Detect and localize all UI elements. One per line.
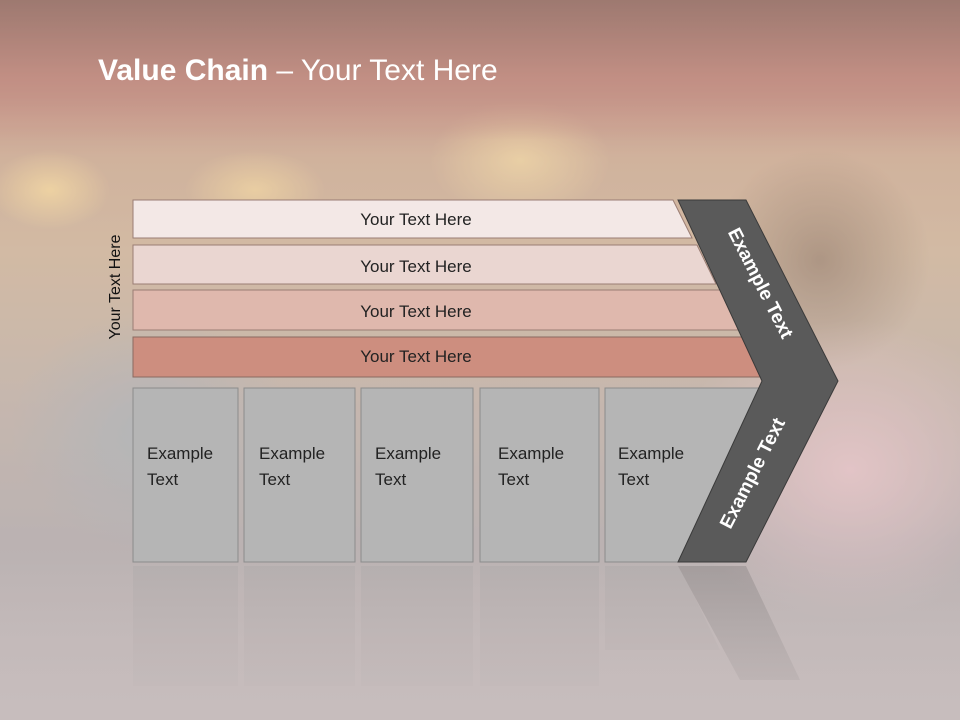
primary-column-4-line2: Text <box>498 470 529 489</box>
primary-column-3-box <box>360 387 474 563</box>
support-row-2-shape <box>132 244 717 285</box>
support-row-1-shape <box>132 199 693 239</box>
support-row-2-label: Your Text Here <box>360 257 472 276</box>
primary-column-4: Example Text <box>479 387 600 563</box>
primary-column-1-box <box>132 387 239 563</box>
slide-title-rest: – Your Text Here <box>268 54 498 87</box>
support-row-1: Your Text Here <box>132 199 693 239</box>
primary-column-1-line2: Text <box>147 470 178 489</box>
primary-column-2-line2: Text <box>259 470 290 489</box>
reflection-fade <box>0 562 960 720</box>
primary-column-3-line2: Text <box>375 470 406 489</box>
support-row-4-label: Your Text Here <box>360 347 472 366</box>
primary-column-5-line2: Text <box>618 470 649 489</box>
support-row-3-label: Your Text Here <box>360 302 472 321</box>
primary-column-2-box <box>243 387 356 563</box>
title-band <box>0 0 960 140</box>
primary-column-3-line1: Example <box>375 444 441 463</box>
slide-title-bold: Value Chain <box>98 54 269 87</box>
primary-column-4-box <box>479 387 600 563</box>
primary-column-4-line1: Example <box>498 444 564 463</box>
primary-column-1-line1: Example <box>147 444 213 463</box>
support-row-2: Your Text Here <box>132 244 717 285</box>
support-row-4: Your Text Here <box>132 336 763 378</box>
primary-column-5-line1: Example <box>618 444 684 463</box>
slide-title: Value Chain – Your Text Here <box>98 54 498 88</box>
support-row-1-label: Your Text Here <box>360 210 472 229</box>
primary-column-2-line1: Example <box>259 444 325 463</box>
primary-column-3: Example Text <box>360 387 474 563</box>
primary-column-1: Example Text <box>132 387 239 563</box>
primary-column-2: Example Text <box>243 387 356 563</box>
support-row-3: Your Text Here <box>132 289 740 331</box>
